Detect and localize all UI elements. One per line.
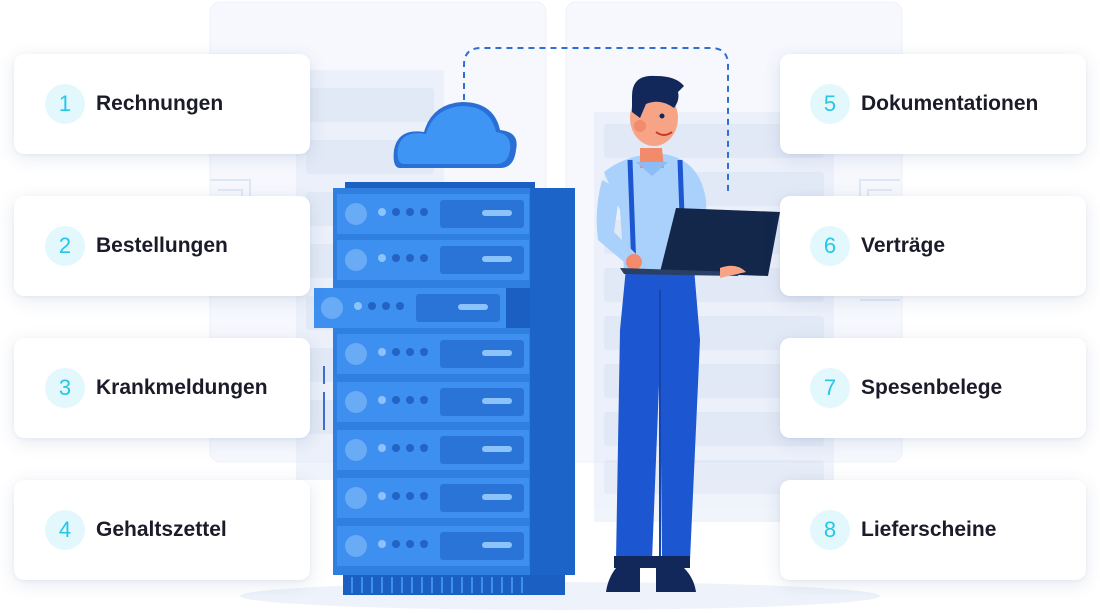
connection-line <box>463 47 729 195</box>
number-badge: 6 <box>810 226 850 266</box>
number-badge: 3 <box>45 368 85 408</box>
category-label: Verträge <box>861 234 946 257</box>
server-rack-icon <box>314 182 575 595</box>
cloud-icon <box>393 102 517 168</box>
category-label: Spesenbelege <box>861 376 1003 399</box>
category-card-5[interactable]: 5 Dokumentationen <box>780 54 1086 154</box>
category-label: Krankmeldungen <box>96 376 268 399</box>
category-label: Dokumentationen <box>861 92 1039 115</box>
server-units <box>314 194 530 566</box>
category-label: Rechnungen <box>96 92 224 115</box>
server-drawer-extended <box>314 288 530 328</box>
category-card-4[interactable]: 4 Gehaltszettel <box>14 480 310 580</box>
category-card-6[interactable]: 6 Verträge <box>780 196 1086 296</box>
category-card-3[interactable]: 3 Krankmeldungen <box>14 338 310 438</box>
category-card-2[interactable]: 2 Bestellungen <box>14 196 310 296</box>
category-card-8[interactable]: 8 Lieferscheine <box>780 480 1086 580</box>
category-card-7[interactable]: 7 Spesenbelege <box>780 338 1086 438</box>
person-with-laptop-icon <box>596 75 780 592</box>
category-card-1[interactable]: 1 Rechnungen <box>14 54 310 154</box>
number-badge: 1 <box>45 84 85 124</box>
number-badge: 8 <box>810 510 850 550</box>
number-badge: 7 <box>810 368 850 408</box>
number-badge: 5 <box>810 84 850 124</box>
category-label: Bestellungen <box>96 234 228 257</box>
number-badge: 2 <box>45 226 85 266</box>
number-badge: 4 <box>45 510 85 550</box>
category-label: Gehaltszettel <box>96 518 227 541</box>
category-label: Lieferscheine <box>861 518 997 541</box>
